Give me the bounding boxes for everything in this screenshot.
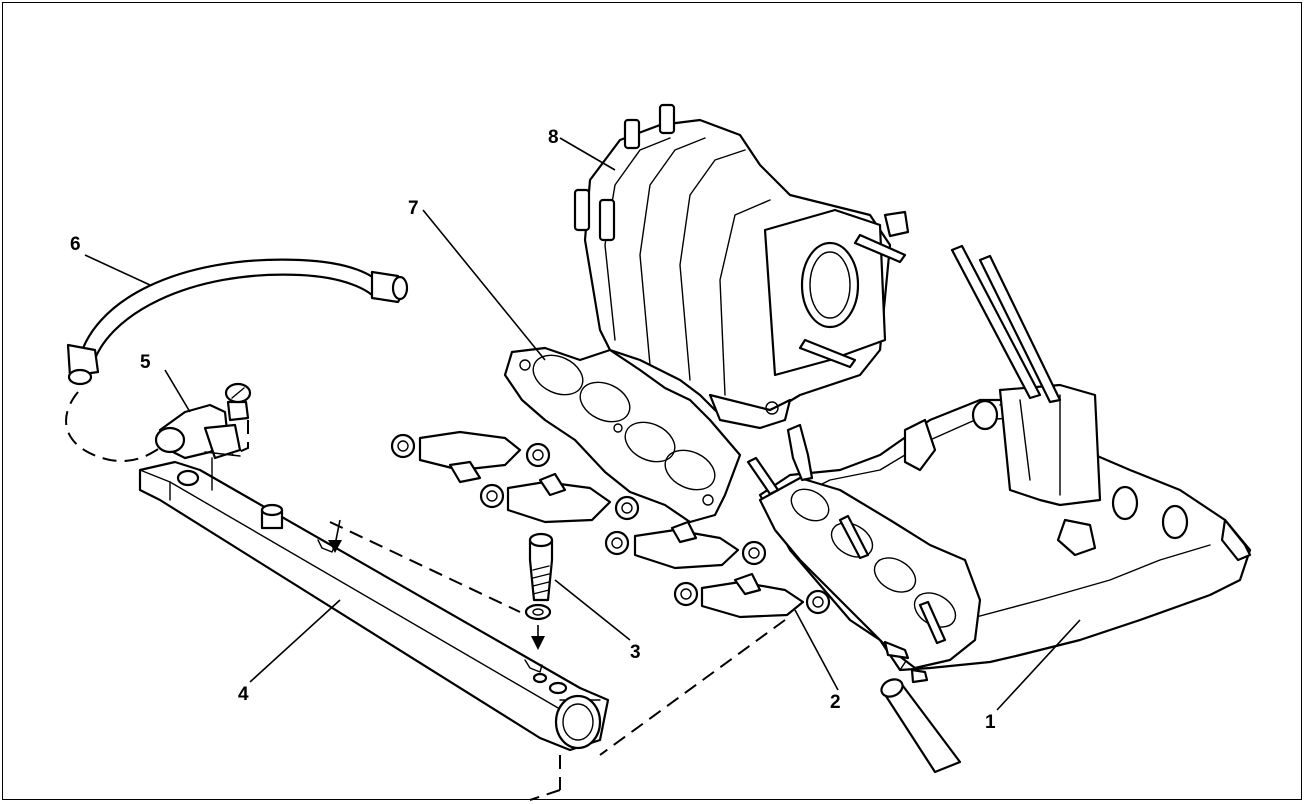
part-8-upper-plenum [573,103,910,430]
callout-8: 8 [548,127,559,148]
part-3-bolt-washer [524,532,554,621]
lower-vacuum-hose [880,678,962,774]
callout-2: 2 [830,692,841,713]
assembly-dashed-lines [65,391,786,801]
callout-7: 7 [408,198,419,219]
callout-4: 4 [238,684,249,705]
part-5-pressure-regulator [154,382,252,491]
part-1-lower-manifold [746,244,1252,684]
part-6-vacuum-hose [66,258,409,386]
part-7-plenum-gasket [503,346,742,524]
callout-1: 1 [985,712,996,733]
callout-labels: 1 2 3 4 5 6 7 8 [70,127,996,733]
callout-5: 5 [140,352,151,373]
part-2-injectors [390,430,831,619]
leader-lines [84,137,1081,711]
part-4-fuel-rail [138,460,610,752]
callout-6: 6 [70,234,81,255]
callout-3: 3 [630,642,641,663]
